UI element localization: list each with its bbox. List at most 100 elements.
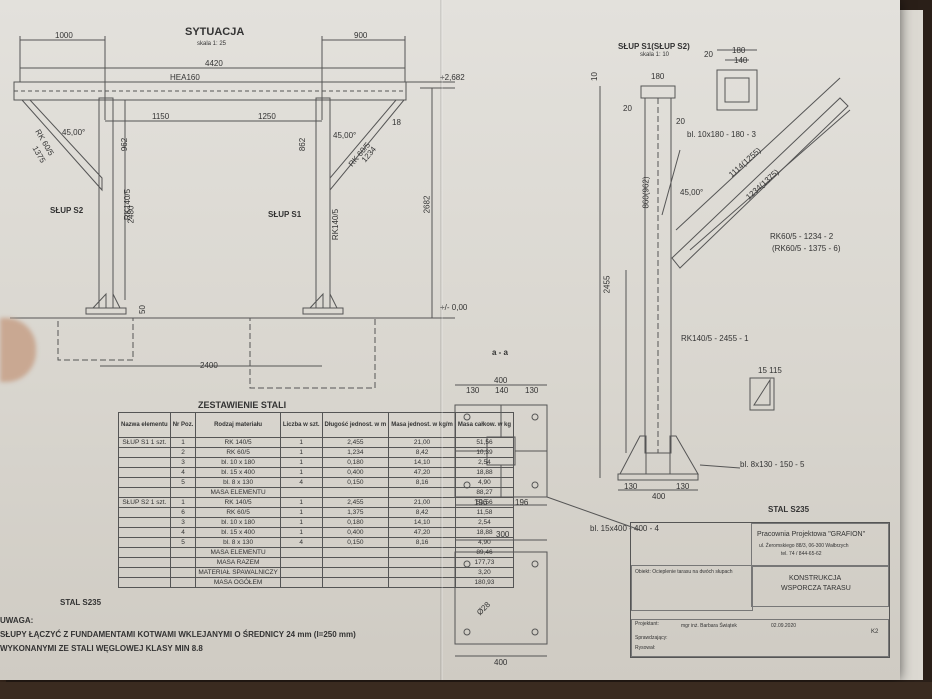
sec-dim-400: 400 <box>494 376 508 385</box>
table-header-cell: Długość jednost. w m <box>321 412 390 438</box>
table-cell <box>169 547 197 558</box>
dim-2682: 2682 <box>422 195 432 214</box>
table-cell: 2,455 <box>321 497 390 508</box>
table-cell: 14,10 <box>388 457 456 468</box>
table-cell <box>118 517 171 528</box>
table-cell: RK 60/5 <box>195 507 281 518</box>
dim-1150: 1150 <box>152 112 170 121</box>
tb-sheet: K2 <box>871 629 879 635</box>
table-cell: 1 <box>169 497 197 508</box>
table-cell <box>118 527 171 538</box>
detail-scale: skala 1: 10 <box>640 52 670 58</box>
table-cell: MASA ELEMENTU <box>195 487 281 498</box>
table-cell <box>118 567 171 578</box>
table-cell <box>279 567 323 578</box>
table-cell: 1 <box>279 457 323 468</box>
angle-right: 45,00° <box>333 131 357 140</box>
dim-400-detail: 400 <box>652 492 666 501</box>
table-cell: 0,150 <box>321 537 390 548</box>
project-type: KONSTRUKCJA <box>789 575 842 582</box>
column-s1 <box>315 97 331 309</box>
table-cell <box>388 547 456 558</box>
dim-10: 10 <box>589 72 599 81</box>
dim-862: 862 <box>298 137 308 152</box>
table-cell: 4 <box>169 527 197 538</box>
table-cell: 18,88 <box>454 527 515 538</box>
note-title: UWAGA: <box>0 616 34 625</box>
dim-860: 860(962) <box>641 176 651 209</box>
table-cell: 4,90 <box>454 477 515 488</box>
table-cell: 0,400 <box>321 527 390 538</box>
table-cell <box>388 557 456 568</box>
drawing-sheet: SYTUACJA skala 1: 25 1000 900 4420 HEA16… <box>0 0 900 680</box>
table-cell: 1 <box>279 527 323 538</box>
tb-date: 02.09.2020 <box>771 623 797 629</box>
table-cell: 4 <box>279 537 323 548</box>
table-cell: 1 <box>279 497 323 508</box>
firm-address: ul. Żeromskiego 88/3, 06-300 Wałbrzych <box>759 543 849 549</box>
table-cell <box>118 447 171 458</box>
drawing-lines <box>10 36 851 657</box>
situation-title: SYTUACJA <box>185 26 245 38</box>
table-header-cell: Nazwa elementu <box>118 412 171 438</box>
table-cell: 4 <box>169 467 197 478</box>
table-cell: 1,375 <box>321 507 390 518</box>
table-cell: 4,90 <box>454 537 515 548</box>
table-cell <box>169 557 197 568</box>
table-cell: 3 <box>169 517 197 528</box>
table-cell <box>118 547 171 558</box>
table-cell <box>388 567 456 578</box>
table-cell <box>321 577 390 588</box>
table-cell: 3,20 <box>454 567 515 578</box>
table-cell: 177,73 <box>454 557 515 568</box>
table-cell: MASA ELEMENTU <box>195 547 281 558</box>
callout-6: (RK60/5 - 1375 - 6) <box>772 244 841 253</box>
table-cell: 51,56 <box>454 497 515 508</box>
table-cell: bl. 8 x 130 <box>195 477 281 488</box>
table-header-cell: Masa jednost. w kg/m <box>388 412 456 438</box>
table-cell: 1 <box>279 507 323 518</box>
dim-1000: 1000 <box>55 31 73 40</box>
detail-angle: 45,00° <box>680 188 704 197</box>
investor: Obiekt: Ocieplenie tarasu na dwóch słupa… <box>635 569 733 575</box>
tb-role-2: Sprawdzający: <box>635 635 668 641</box>
dim-1250: 1250 <box>258 112 276 121</box>
table-header-cell: Masa całkow. w kg <box>454 412 515 438</box>
table-cell: 2,54 <box>454 517 515 528</box>
dim-2455: 2455 <box>602 275 612 294</box>
table-cell: SŁUP S2 1 szt. <box>118 497 171 508</box>
table-cell <box>169 577 197 588</box>
table-cell <box>279 557 323 568</box>
dim-130b: 130 <box>676 482 690 491</box>
table-title: ZESTAWIENIE STALI <box>198 400 287 410</box>
table-header-cell: Nr Poz. <box>169 412 197 438</box>
table-cell: SŁUP S1 1 szt. <box>118 437 171 448</box>
table-cell: MATERIAŁ SPAWALNICZY <box>195 567 281 578</box>
table-cell: 18,88 <box>454 467 515 478</box>
dim-2400: 2400 <box>200 361 218 370</box>
column-s2 <box>98 97 114 309</box>
table-cell <box>118 487 171 498</box>
col-label-s1: RK140/5 <box>331 208 341 241</box>
note-line-1: SŁUPY ŁĄCZYĆ Z FUNDAMENTAMI KOTWAMI WKLE… <box>0 630 356 639</box>
paper-fold <box>440 0 443 680</box>
table-cell <box>388 487 456 498</box>
dim-130a: 130 <box>624 482 638 491</box>
table-cell: 0,180 <box>321 517 390 528</box>
table-cell: bl. 15 x 400 <box>195 527 281 538</box>
table-cell: 1 <box>279 437 323 448</box>
callout-2: RK60/5 - 1234 - 2 <box>770 232 834 241</box>
sec-dim-140: 140 <box>495 386 509 395</box>
dim-4420: 4420 <box>205 59 223 68</box>
elev-top: +2,682 <box>440 73 465 82</box>
sec-dim-130b: 130 <box>525 386 539 395</box>
title-block: Pracownia Projektowa "GRAFION" ul. Żerom… <box>630 522 890 658</box>
beam-label: HEA160 <box>170 73 200 82</box>
table-cell: 2 <box>169 447 197 458</box>
